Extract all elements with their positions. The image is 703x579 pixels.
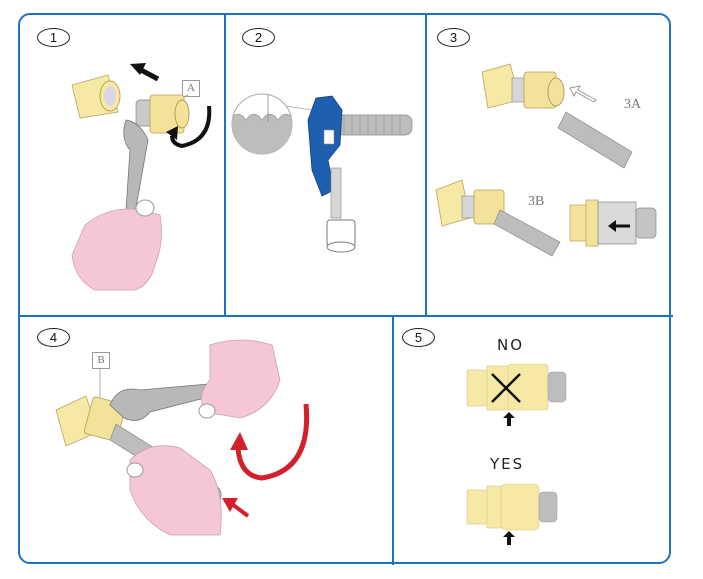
column-divider-4-5 (392, 316, 394, 565)
push-arrow-icon (230, 502, 250, 518)
column-divider-2-3 (425, 13, 427, 316)
callout-label: B (92, 352, 110, 369)
hand-lower (129, 445, 222, 536)
up-arrow-icon (503, 412, 515, 426)
rotate-arrow-icon (235, 403, 310, 481)
hand-upper (201, 339, 281, 419)
column-divider-1-2 (224, 13, 226, 316)
step-number-badge: 5 (402, 328, 435, 347)
step-number-badge: 4 (37, 328, 70, 347)
callout-label: A (182, 80, 200, 97)
incorrect-assembly (466, 363, 567, 426)
step-number-badge: 3 (437, 28, 470, 47)
sub-step-3b-label: 3B (528, 194, 545, 209)
row-divider (18, 315, 673, 317)
step-number-badge: 1 (37, 28, 70, 47)
instructions-frame (18, 13, 671, 564)
corrugated-hose (557, 111, 633, 169)
right-label: YES (490, 455, 525, 473)
up-arrow-icon (503, 531, 515, 545)
sub-step-3a-label: 3A (624, 97, 642, 112)
hand (71, 208, 163, 291)
step-number-badge: 2 (242, 28, 275, 47)
direction-arrow-icon (137, 66, 160, 82)
wrong-label: NO (497, 336, 525, 354)
insert-arrow-icon (569, 85, 597, 103)
correct-assembly (466, 483, 558, 545)
rotate-arrow-icon (170, 105, 212, 149)
